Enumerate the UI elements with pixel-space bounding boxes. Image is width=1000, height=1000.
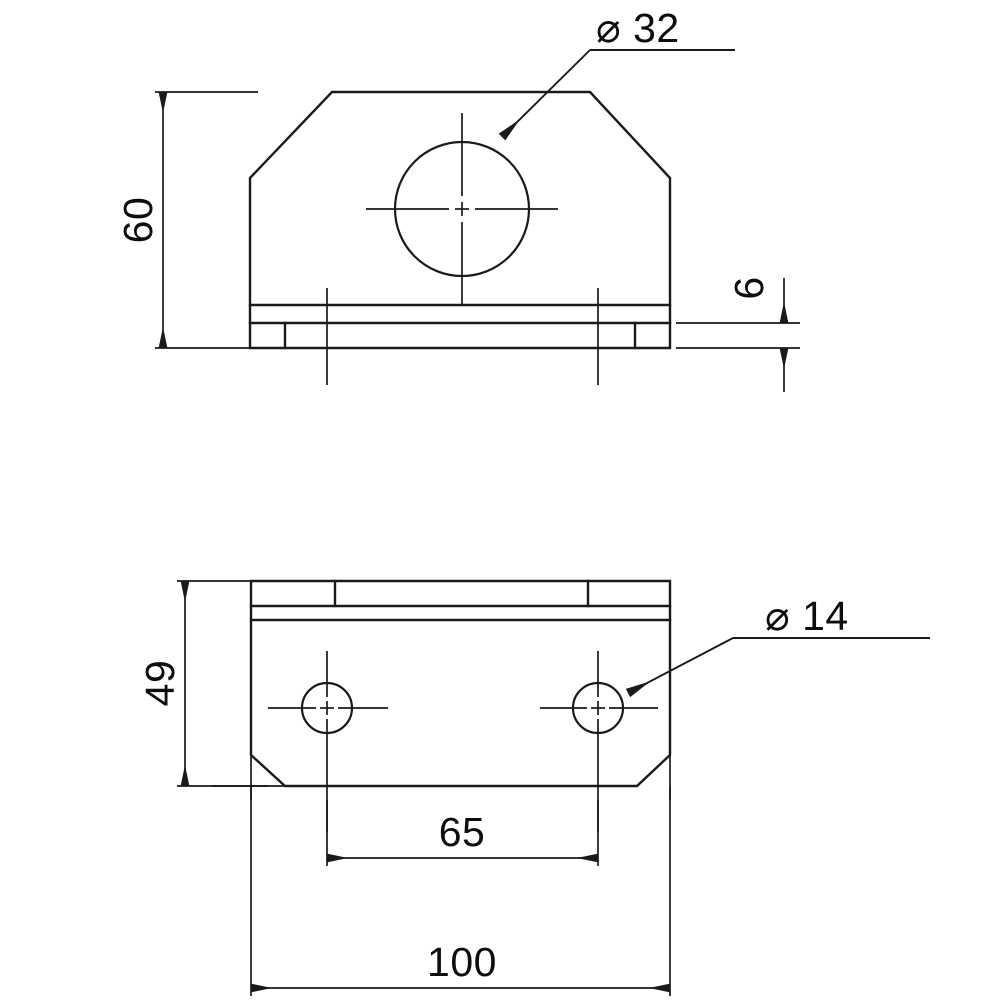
callout-bore-32: ⌀ 32 [498,5,735,141]
dimension-label-depth: 49 [137,660,183,707]
front-view-bore-centerlines [366,113,558,305]
plan-view-outline [249,579,672,788]
front-view-outline [248,90,672,350]
dimension-label-width: 100 [427,939,497,985]
plan-view-hole-right [540,651,658,832]
plan-view-corner-centerlines [212,752,671,800]
plan-view-group: 49 65 100 ⌀ 14 [137,579,930,996]
dimension-thickness-6: 6 [676,276,800,392]
plan-view-hole-left [268,651,388,832]
front-view-group: 60 6 ⌀ 32 [115,5,800,392]
dimension-label-height: 60 [115,197,161,244]
dimension-height-60: 60 [115,91,258,349]
dimension-depth-49: 49 [137,580,345,787]
dimension-label-hole-spacing: 65 [439,809,486,855]
dimension-width-100: 100 [250,786,671,996]
callout-bore-14: ⌀ 14 [625,593,930,698]
dimension-label-thickness: 6 [726,276,772,299]
front-view-hole-projection-centerlines [326,288,599,385]
plan-view-top-step [249,579,672,622]
callout-label-bore-14: ⌀ 14 [765,593,849,639]
front-view-base-step [248,303,672,350]
dimension-hole-spacing-65: 65 [326,800,599,866]
callout-label-bore-32: ⌀ 32 [596,5,680,51]
